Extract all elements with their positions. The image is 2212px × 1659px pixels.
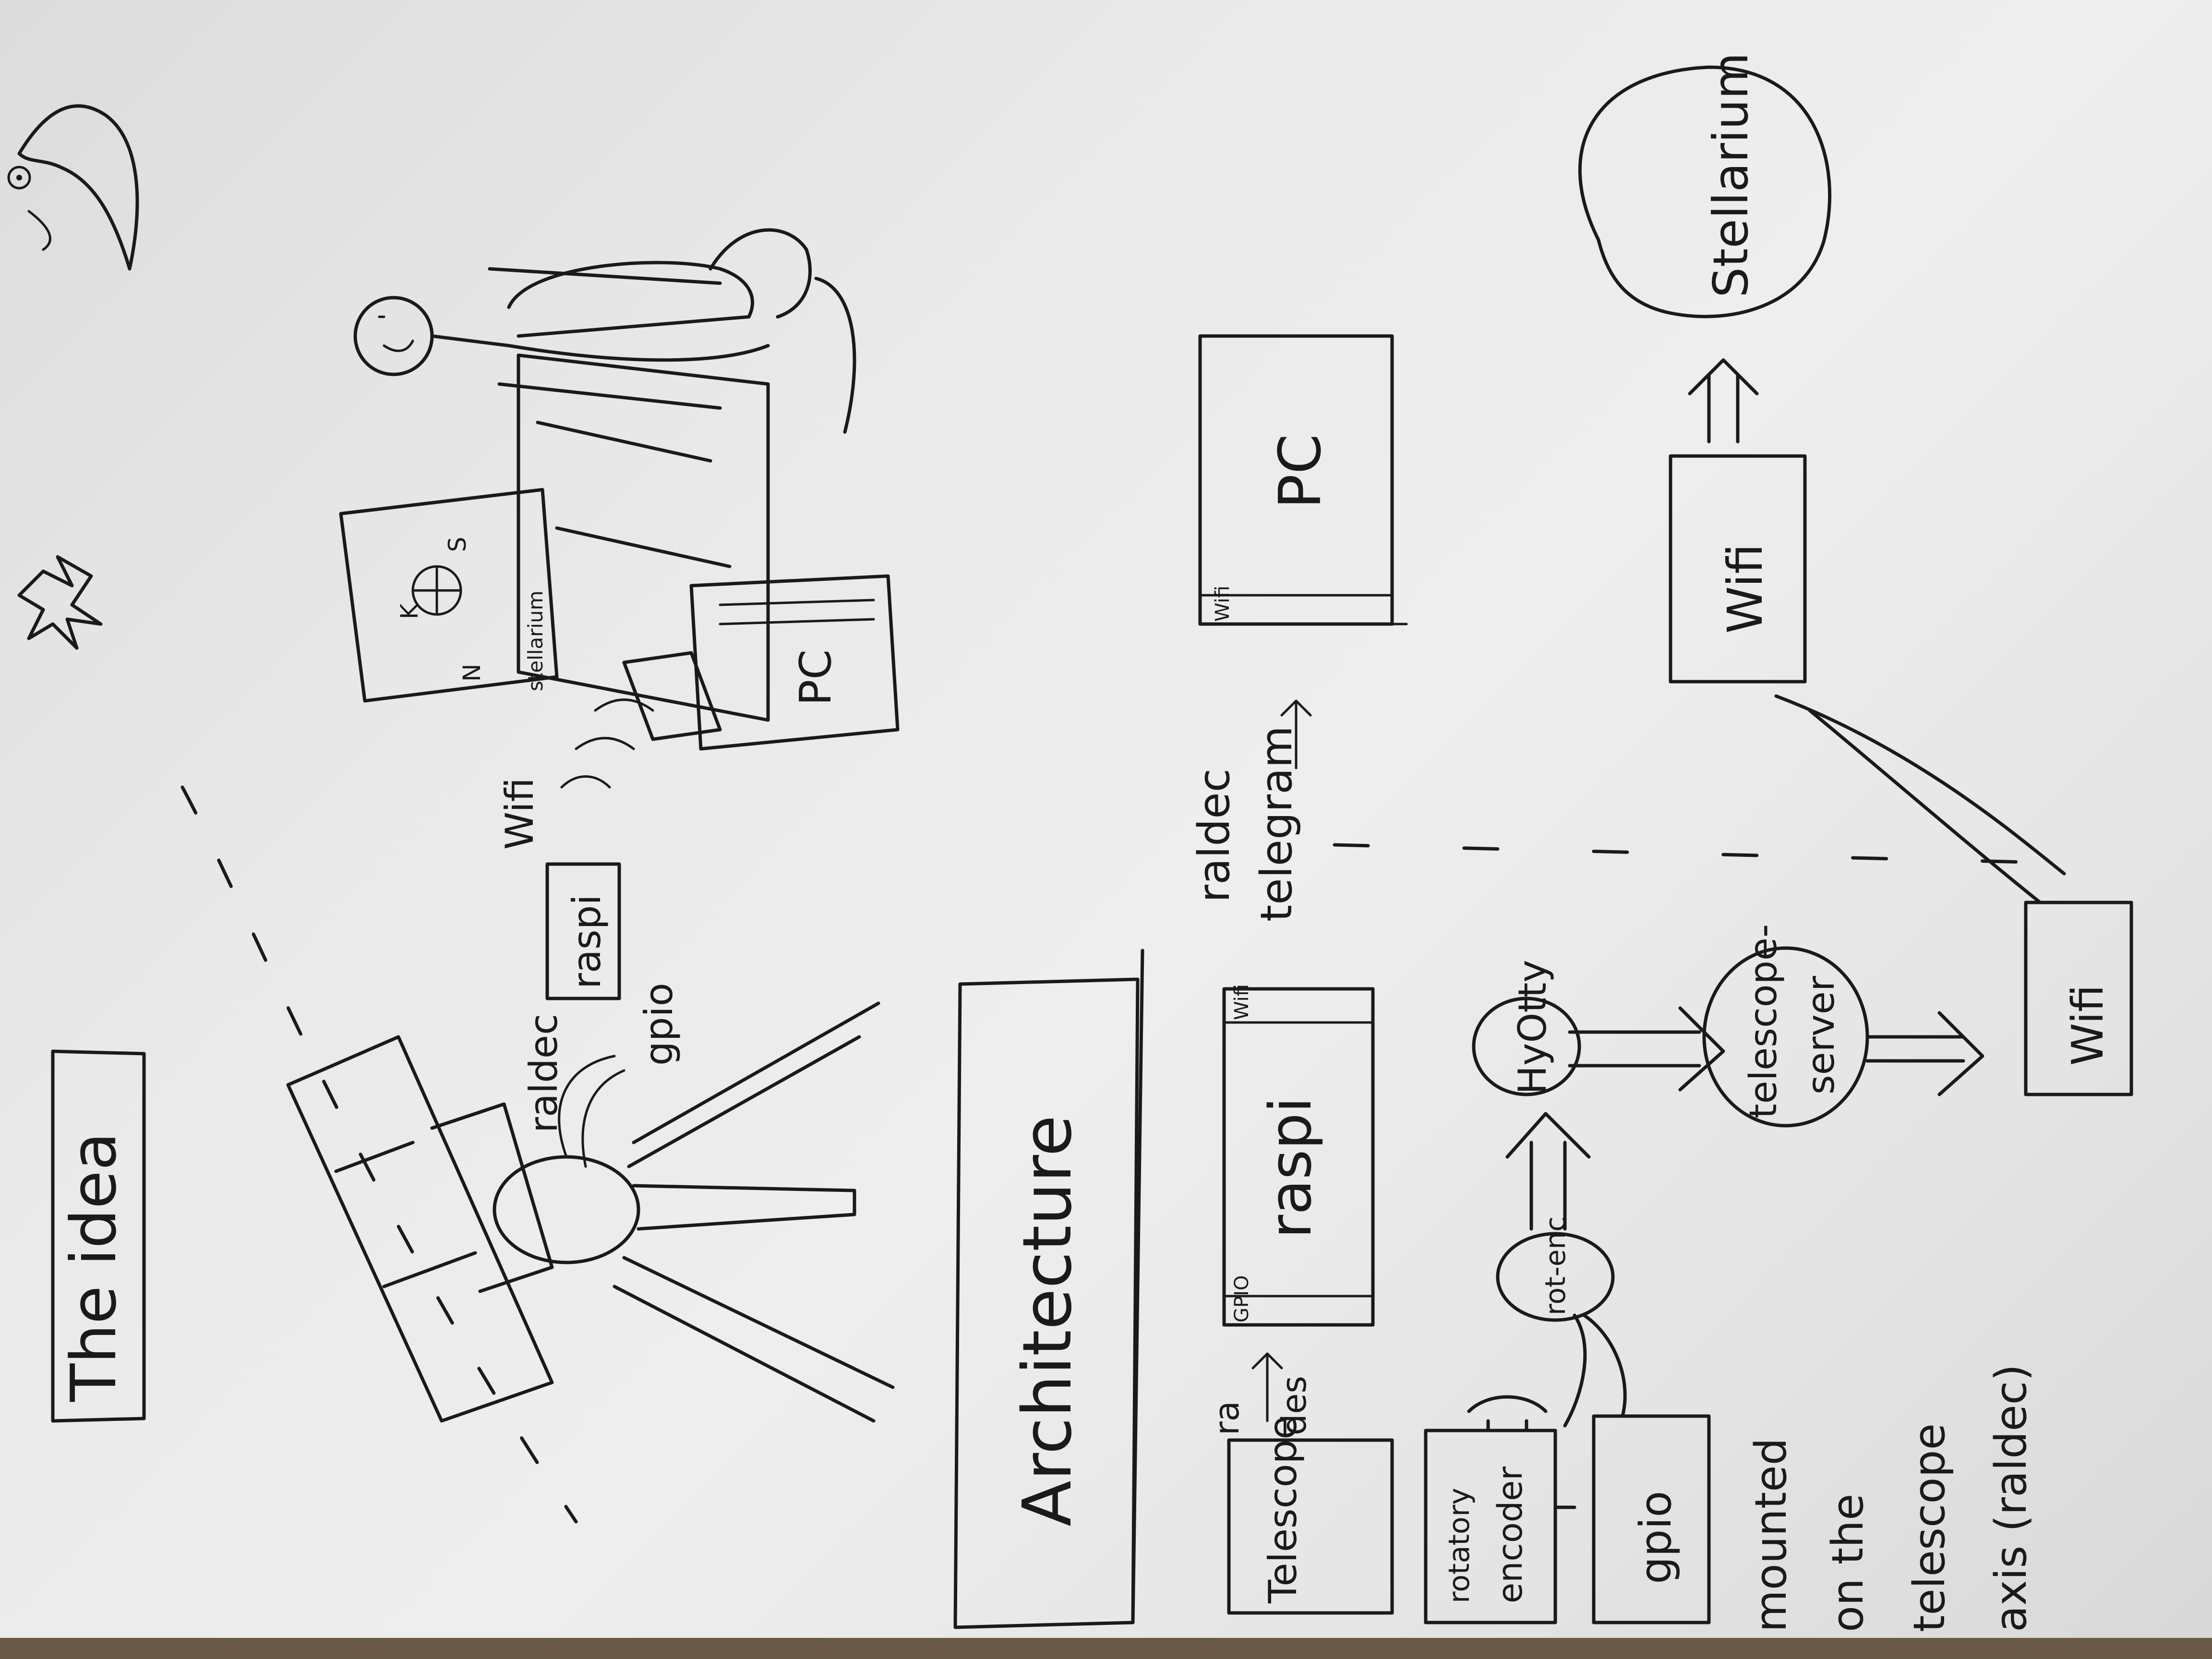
telescope-label: Telescope [1261,1416,1305,1604]
note-line-3: telescope [1904,1423,1955,1632]
screen-n-label: N [458,664,486,682]
person-at-pc [353,228,856,434]
hyotty-to-server-arrow [1568,1006,1725,1092]
server-label-1: telescope- [1742,924,1785,1118]
raspi-gpio-port: GPIO [1231,1275,1253,1322]
wifi-box-raspi: Wifi [2024,901,2133,1096]
note-line-4: axis (raldec) [1986,1364,2036,1632]
wifi-waves [560,698,654,789]
idea-gpio-label: gpio [637,983,681,1066]
sky-dashed-arc [180,785,578,1524]
idea-pc-tower: PC [689,574,900,751]
rotary-label-2: encoder [1491,1467,1530,1603]
gpio-label: gpio [1631,1491,1681,1584]
raspi-box: raspi GPIO Wifi [1222,984,1375,1327]
idea-laptop-screen: S K N stellarium [339,488,559,703]
telescope-server-node: telescope- server [1702,924,1869,1128]
desk-drawing [517,353,770,722]
rotary-label-1: rotatory [1443,1488,1476,1603]
telegram-label: telegram [1251,726,1302,922]
architecture-title-box: Architecture [953,949,1144,1629]
hyotty-node: HyOtty [1472,960,1581,1096]
raspi-label: raspi [1258,1097,1324,1238]
telescope-box: Telescope [1227,1416,1394,1615]
note-line-2: on the [1823,1494,1873,1632]
screen-stellarium-label: stellarium [524,590,547,691]
router-drawing [622,651,722,741]
pc-wifi-port: Wifi [1212,586,1234,622]
network-divider [1333,843,2104,866]
wifi-right-label: Wifi [1717,544,1773,634]
rot-enc-node: rot-enc [1496,1216,1615,1322]
pc-box: PC Wifi [1198,334,1408,626]
encoder-to-gpio-link [1467,1395,1548,1432]
carpet-strip [0,1638,2212,1659]
gpio-box: gpio [1592,1414,1711,1624]
wifi-to-stellarium-arrow [1688,358,1759,444]
hyotty-label: HyOtty [1510,960,1555,1094]
screen-k-label: K [396,603,423,619]
wifi-link [1774,694,2066,904]
server-to-wifi-arrow [1865,1011,1984,1096]
idea-pc-label: PC [791,649,841,706]
idea-raspi-label: raspi [565,894,609,989]
idea-wifi-label: Wifi [497,778,542,850]
moon-sketch [7,104,139,271]
mounted-note: mounted on the telescope axis (raldec) [1746,1364,2036,1632]
telescope-drawing [286,1001,895,1423]
rotenc-to-hyotty-arrow [1505,1112,1591,1231]
telegram-arrow [1280,699,1312,769]
note-line-1: mounted [1746,1438,1796,1632]
idea-raldec-label: raldec [521,1014,566,1133]
idea-raspi-box: raspi [545,862,621,1000]
screen-s-label: S [444,537,471,552]
wifi-box-pc: Wifi [1669,454,1807,684]
idea-title-box: The idea [51,1049,146,1423]
rotary-encoder-box: rotatory encoder [1424,1429,1557,1624]
rotary-encoder-outline [1424,1429,1557,1624]
architecture-title: Architecture [1009,1115,1087,1527]
server-label-2: server [1800,975,1843,1094]
gpio-to-rotenc-link [1553,1313,1627,1509]
stellarium-label: Stellarium [1703,52,1759,298]
raspi-wifi-port: Wifi [1231,984,1253,1020]
star-icon [17,555,103,650]
des-label: des [1274,1376,1314,1435]
ra-des-arrow [1251,1352,1283,1422]
pc-label: PC [1267,434,1334,509]
rot-enc-label: rot-enc [1539,1216,1572,1315]
raldec-label: raldec [1189,769,1239,902]
ra-label: ra [1207,1401,1247,1435]
wifi-left-label: Wifi [2063,985,2113,1066]
stellarium-node: Stellarium [1578,52,1832,318]
idea-title: The idea [57,1132,130,1402]
